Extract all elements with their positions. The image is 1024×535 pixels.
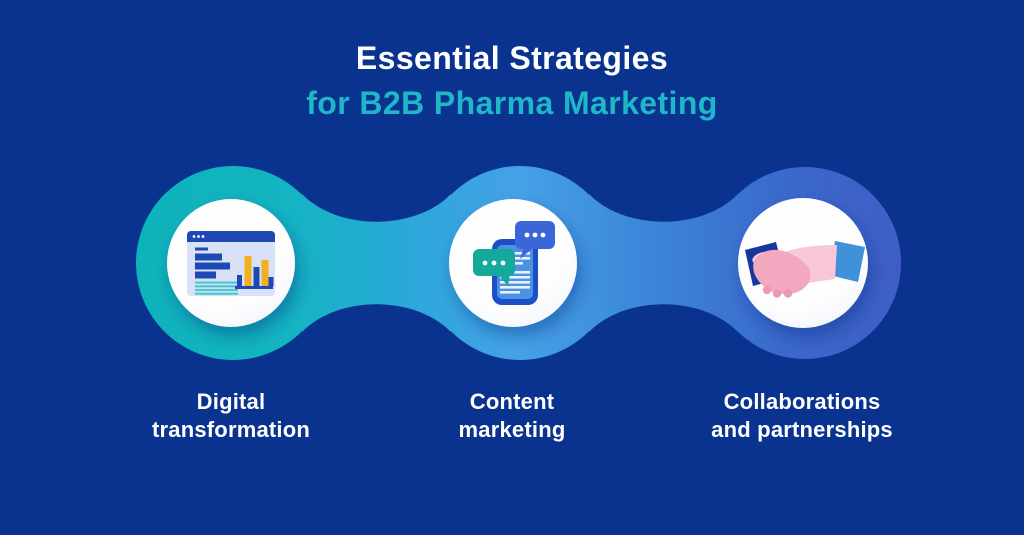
handshake-icon [745,241,865,298]
chart-bar [244,256,252,286]
title-line-1: Essential Strategies [355,40,669,76]
step-label-collaborations-partnerships: Collaborations and partnerships [711,388,893,444]
step-label-digital-transformation: Digital transformation [152,388,310,444]
hand-left-clasp [753,249,811,295]
chat-bubble-teal [473,249,515,286]
chart-bar [253,267,260,286]
hand-finger-bumps [762,285,793,298]
sleeve-right [829,241,865,282]
chat-bubbles-phone-icon [473,221,555,305]
browser-text-blocks [195,247,230,279]
browser-teal-lines [195,281,238,295]
step-label-content-marketing: Content marketing [459,388,566,444]
step-label-line: transformation [151,417,311,442]
browser-header-bar [187,231,275,242]
page-title: Essential Strategies for B2B Pharma Mark… [0,36,1024,126]
neck-right [589,194,738,332]
step-label-line: Collaborations [723,389,881,414]
screen-text-lines [500,252,530,294]
neck-left [302,194,451,332]
mini-bar-chart [235,256,274,289]
chart-bar [268,277,274,286]
browser-header-dots [192,235,205,238]
step-label-line: and partnerships [711,417,893,442]
chat-bubble-blue [515,221,555,259]
browser-analytics-icon [187,231,275,296]
step-label-line: Content [469,389,555,414]
title-line-2: for B2B Pharma Marketing [306,85,718,121]
chart-bar [261,260,269,286]
step-label-line: marketing [458,417,566,442]
chart-baseline [235,286,273,289]
browser-window [187,231,275,296]
step-label-line: Digital [196,389,266,414]
chart-bar [237,275,242,286]
